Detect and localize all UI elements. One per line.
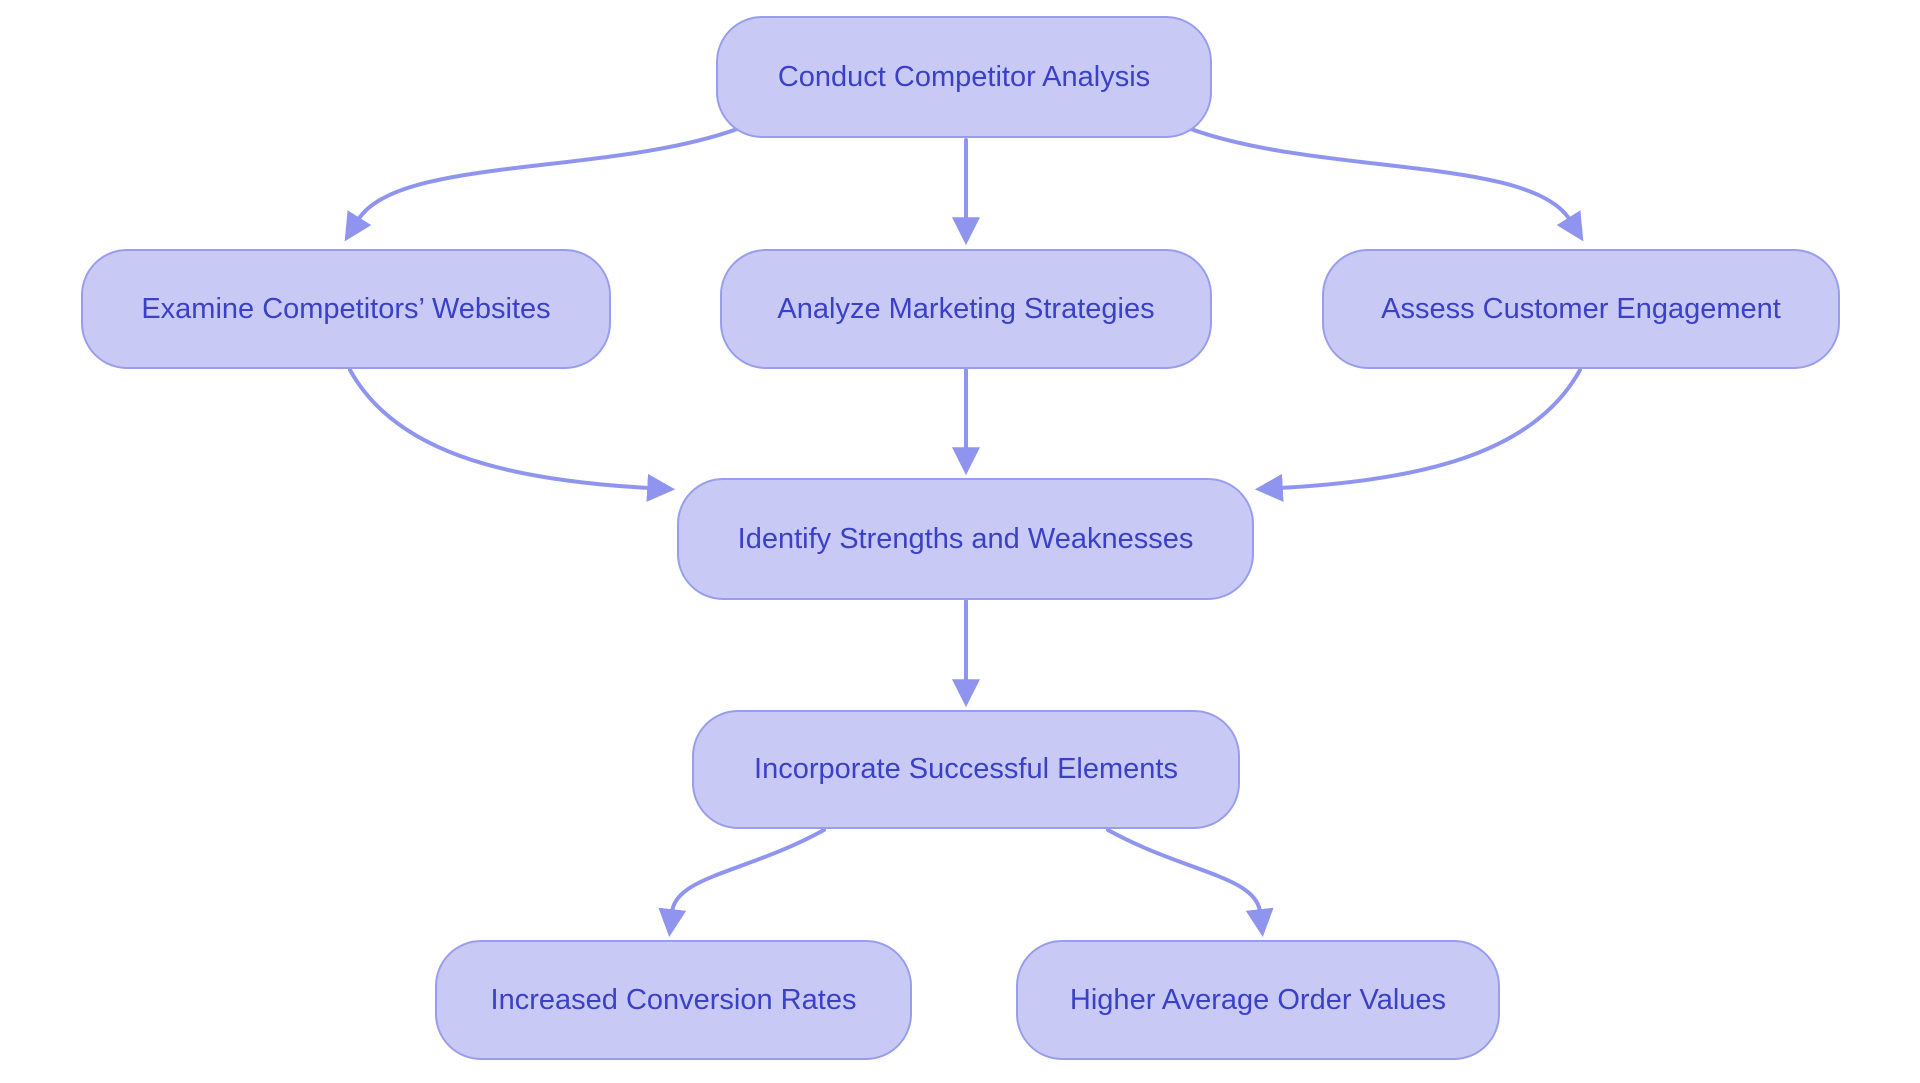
node-identify-strengths-weaknesses: Identify Strengths and Weaknesses xyxy=(677,478,1254,600)
node-analyze-marketing-strategies: Analyze Marketing Strategies xyxy=(720,249,1212,369)
edge-assess-to-identify xyxy=(1254,368,1582,502)
node-increased-conversion-rates: Increased Conversion Rates xyxy=(435,940,912,1060)
node-label: Higher Average Order Values xyxy=(1069,983,1447,1016)
node-label: Conduct Competitor Analysis xyxy=(777,60,1151,93)
node-conduct-competitor-analysis: Conduct Competitor Analysis xyxy=(716,16,1212,138)
edge-incorporate-to-increased xyxy=(658,828,826,938)
node-label: Analyze Marketing Strategies xyxy=(777,292,1155,325)
node-label: Increased Conversion Rates xyxy=(490,983,857,1016)
node-label: Incorporate Successful Elements xyxy=(754,753,1178,786)
node-examine-competitors-websites: Examine Competitors’ Websites xyxy=(81,249,611,369)
node-higher-average-order-values: Higher Average Order Values xyxy=(1016,940,1500,1060)
edge-conduct-to-examine xyxy=(344,126,742,242)
node-incorporate-successful-elements: Incorporate Successful Elements xyxy=(692,710,1240,829)
node-label: Examine Competitors’ Websites xyxy=(141,292,551,325)
edge-conduct-to-assess xyxy=(1186,126,1584,242)
node-label: Identify Strengths and Weaknesses xyxy=(737,522,1194,555)
edge-incorporate-to-higher xyxy=(1106,828,1274,938)
edge-examine-to-identify xyxy=(348,368,676,502)
node-label: Assess Customer Engagement xyxy=(1381,292,1781,325)
node-assess-customer-engagement: Assess Customer Engagement xyxy=(1322,249,1840,369)
